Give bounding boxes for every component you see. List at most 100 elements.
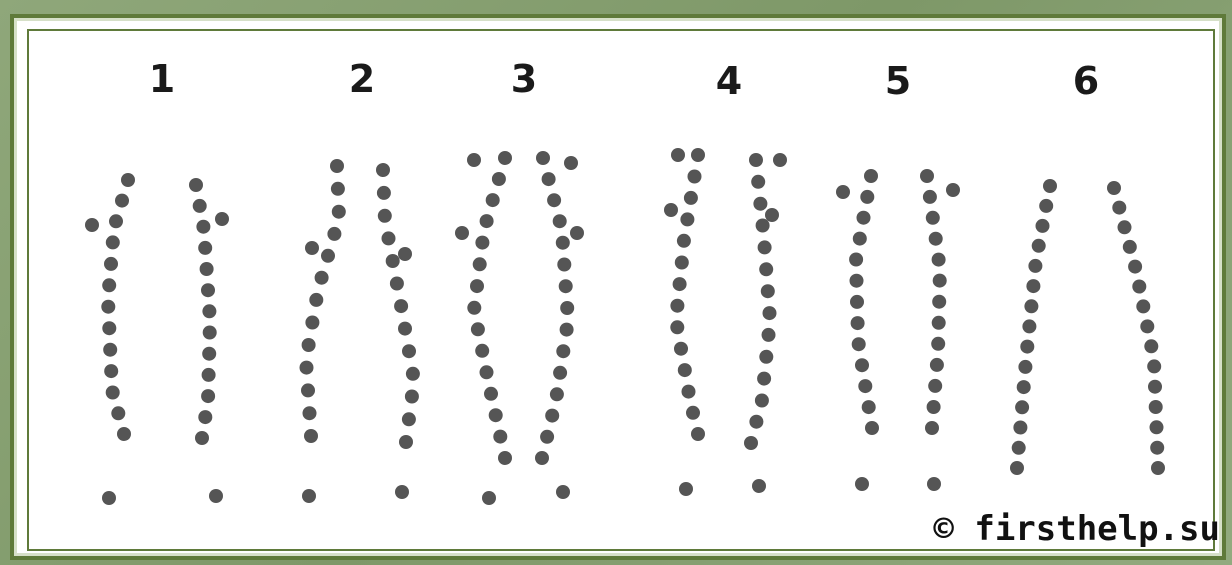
- dot-163: [1012, 441, 1026, 455]
- dot-95: [675, 256, 689, 270]
- dot-122: [864, 169, 878, 183]
- dot-91: [688, 170, 702, 184]
- dot-77: [556, 236, 570, 250]
- dot-24: [201, 389, 215, 403]
- dot-162: [1013, 421, 1027, 435]
- dot-178: [1150, 441, 1164, 455]
- dot-175: [1148, 380, 1162, 394]
- dot-55: [398, 247, 412, 261]
- dot-101: [682, 385, 696, 399]
- dot-170: [1132, 280, 1146, 294]
- dot-121: [765, 208, 779, 222]
- dot-17: [198, 241, 212, 255]
- dot-159: [1018, 360, 1032, 374]
- dot-149: [946, 183, 960, 197]
- dot-47: [390, 277, 404, 291]
- dot-136: [920, 169, 934, 183]
- dot-165: [1107, 181, 1121, 195]
- dot-44: [378, 209, 392, 223]
- dot-115: [759, 350, 773, 364]
- dot-57: [492, 172, 506, 186]
- dot-172: [1140, 319, 1154, 333]
- dot-168: [1123, 240, 1137, 254]
- dot-9: [104, 364, 118, 378]
- dot-38: [301, 383, 315, 397]
- dot-142: [932, 295, 946, 309]
- dot-1: [115, 194, 129, 208]
- dot-2: [109, 214, 123, 228]
- dot-154: [1028, 259, 1042, 273]
- dot-134: [865, 421, 879, 435]
- dot-184: [482, 491, 496, 505]
- dot-100: [678, 363, 692, 377]
- dot-45: [382, 231, 396, 245]
- dot-88: [564, 156, 578, 170]
- dot-93: [680, 212, 694, 226]
- dot-5: [102, 278, 116, 292]
- dot-145: [930, 358, 944, 372]
- dot-79: [559, 279, 573, 293]
- figure-label-5: 5: [885, 59, 911, 103]
- dot-10: [106, 386, 120, 400]
- dot-182: [302, 489, 316, 503]
- dot-80: [560, 301, 574, 315]
- dot-7: [102, 321, 116, 335]
- dot-180: [102, 491, 116, 505]
- dot-46: [386, 254, 400, 268]
- dot-37: [300, 361, 314, 375]
- dot-132: [858, 379, 872, 393]
- dot-98: [670, 320, 684, 334]
- dot-12: [117, 427, 131, 441]
- dot-164: [1010, 461, 1024, 475]
- dot-135: [836, 185, 850, 199]
- dot-39: [303, 406, 317, 420]
- dot-181: [209, 489, 223, 503]
- dot-33: [315, 271, 329, 285]
- dot-131: [855, 358, 869, 372]
- dot-83: [553, 366, 567, 380]
- dot-94: [677, 234, 691, 248]
- dot-171: [1136, 299, 1150, 313]
- dot-51: [406, 367, 420, 381]
- dot-140: [932, 253, 946, 267]
- dot-155: [1026, 279, 1040, 293]
- dot-14: [189, 178, 203, 192]
- dot-25: [198, 410, 212, 424]
- dot-158: [1020, 340, 1034, 354]
- dot-27: [215, 212, 229, 226]
- dot-169: [1128, 260, 1142, 274]
- figure-label-1: 1: [149, 57, 175, 101]
- dot-144: [931, 337, 945, 351]
- dot-35: [305, 316, 319, 330]
- dot-90: [691, 148, 705, 162]
- dot-127: [850, 274, 864, 288]
- dot-16: [196, 220, 210, 234]
- dot-141: [933, 274, 947, 288]
- dot-71: [467, 153, 481, 167]
- dot-60: [475, 236, 489, 250]
- figure-label-2: 2: [349, 57, 375, 101]
- dot-26: [195, 431, 209, 445]
- dot-102: [686, 406, 700, 420]
- dot-52: [405, 390, 419, 404]
- dot-118: [749, 415, 763, 429]
- figure-label-4: 4: [716, 59, 742, 103]
- dot-108: [753, 197, 767, 211]
- dot-160: [1017, 380, 1031, 394]
- dot-31: [327, 227, 341, 241]
- dot-130: [852, 337, 866, 351]
- dot-167: [1118, 220, 1132, 234]
- dot-187: [752, 479, 766, 493]
- dot-29: [331, 182, 345, 196]
- dot-120: [773, 153, 787, 167]
- dot-104: [671, 148, 685, 162]
- dot-86: [540, 430, 554, 444]
- dot-119: [744, 436, 758, 450]
- dot-188: [855, 477, 869, 491]
- dot-76: [553, 214, 567, 228]
- dot-43: [377, 186, 391, 200]
- dot-123: [860, 190, 874, 204]
- dot-161: [1015, 400, 1029, 414]
- dot-18: [200, 262, 214, 276]
- dot-81: [560, 323, 574, 337]
